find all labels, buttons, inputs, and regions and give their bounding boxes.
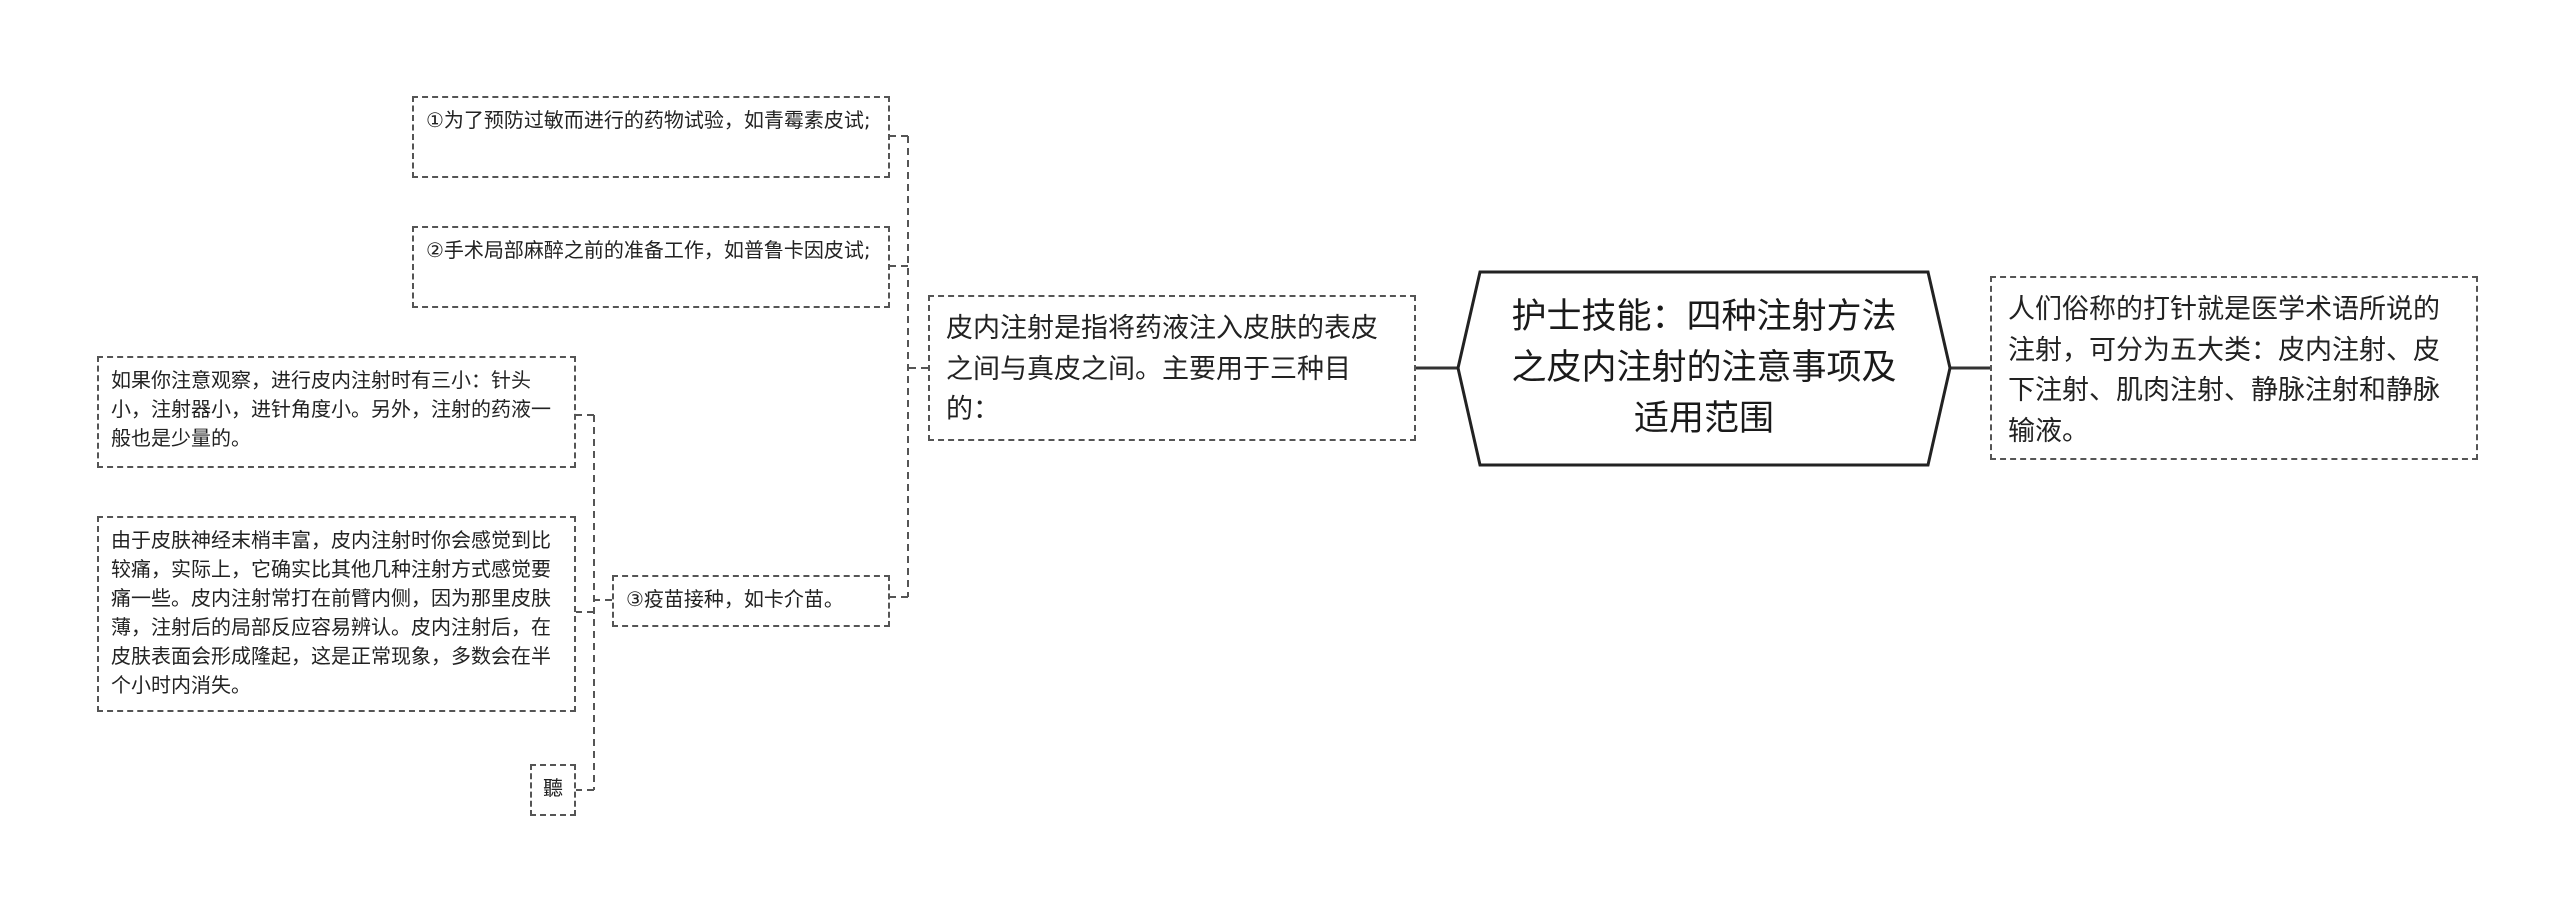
right-node[interactable]: 人们俗称的打针就是医学术语所说的注射，可分为五大类：皮内注射、皮下注射、肌肉注射… xyxy=(1990,276,2478,460)
connector-definition-purposes xyxy=(890,135,928,598)
detail-node-text: 聽 xyxy=(543,776,563,800)
purpose-node-text: ③疫苗接种，如卡介苗。 xyxy=(626,587,844,611)
detail-node-1[interactable]: 如果你注意观察，进行皮内注射时有三小：针头小，注射器小，进针角度小。另外，注射的… xyxy=(97,356,576,468)
root-node-shape xyxy=(1456,270,1952,467)
connector-purpose3-details xyxy=(576,414,612,791)
detail-node-text: 如果你注意观察，进行皮内注射时有三小：针头小，注射器小，进针角度小。另外，注射的… xyxy=(111,368,551,450)
detail-node-3[interactable]: 聽 xyxy=(530,764,576,816)
detail-node-text: 由于皮肤神经末梢丰富，皮内注射时你会感觉到比较痛，实际上，它确实比其他几种注射方… xyxy=(111,528,551,697)
definition-node-text: 皮内注射是指将药液注入皮肤的表皮之间与真皮之间。主要用于三种目的： xyxy=(946,313,1378,425)
purpose-node-1[interactable]: ①为了预防过敏而进行的药物试验，如青霉素皮试; xyxy=(412,96,890,178)
definition-node[interactable]: 皮内注射是指将药液注入皮肤的表皮之间与真皮之间。主要用于三种目的： xyxy=(928,295,1416,441)
root-node-label: 护士技能：四种注射方法之皮内注射的注意事项及适用范围 xyxy=(1511,297,1897,439)
purpose-node-text: ①为了预防过敏而进行的药物试验，如青霉素皮试; xyxy=(426,108,871,132)
detail-node-2[interactable]: 由于皮肤神经末梢丰富，皮内注射时你会感觉到比较痛，实际上，它确实比其他几种注射方… xyxy=(97,516,576,712)
right-node-text: 人们俗称的打针就是医学术语所说的注射，可分为五大类：皮内注射、皮下注射、肌肉注射… xyxy=(2008,294,2440,447)
purpose-node-text: ②手术局部麻醉之前的准备工作，如普鲁卡因皮试; xyxy=(426,238,871,262)
purpose-node-2[interactable]: ②手术局部麻醉之前的准备工作，如普鲁卡因皮试; xyxy=(412,226,890,308)
root-node[interactable]: 护士技能：四种注射方法之皮内注射的注意事项及适用范围 xyxy=(1458,272,1950,465)
purpose-node-3[interactable]: ③疫苗接种，如卡介苗。 xyxy=(612,575,890,627)
